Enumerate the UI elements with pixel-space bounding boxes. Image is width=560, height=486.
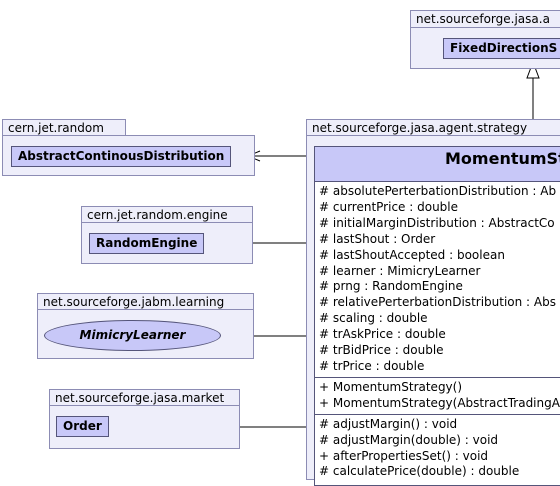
- attribute-row: # trAskPrice : double: [319, 327, 446, 342]
- inheritance-arrowhead: [526, 60, 540, 79]
- attribute-row: # lastShoutAccepted : boolean: [319, 247, 505, 262]
- attributes-section: # absolutePerterbationDistribution : Ab …: [315, 182, 560, 378]
- attribute-row: # absolutePerterbationDistribution : Ab: [319, 184, 557, 198]
- operation-row: # adjustMargin(double) : void: [319, 432, 499, 447]
- class-fixed-direction[interactable]: FixedDirectionS: [443, 38, 560, 59]
- class-abstract-continous-distribution[interactable]: AbstractContinousDistribution: [11, 146, 232, 167]
- operation-row: # calculatePrice(double) : double: [319, 464, 520, 479]
- class-random-engine[interactable]: RandomEngine: [89, 233, 205, 254]
- constructor-row: + MomentumStrategy(AbstractTradingA: [319, 395, 560, 410]
- constructor-row: + MomentumStrategy(): [319, 379, 463, 394]
- attribute-row: # initialMarginDistribution : AbstractCo: [319, 215, 555, 230]
- attribute-row: # trPrice : double: [319, 358, 425, 373]
- attribute-row: # currentPrice : double: [319, 199, 459, 214]
- association-arrow-distribution: [246, 150, 314, 162]
- attribute-row: # relativePerterbationDistribution : Abs: [319, 295, 556, 310]
- attribute-row: # scaling : double: [319, 311, 428, 326]
- attribute-row: # learner : MimicryLearner: [319, 263, 481, 278]
- class-title: MomentumSt: [315, 147, 560, 182]
- attribute-row: # prng : RandomEngine: [319, 279, 463, 294]
- class-order[interactable]: Order: [56, 416, 109, 437]
- package-tab-market: net.sourceforge.jasa.market: [49, 389, 240, 407]
- attribute-row: # lastShout : Order: [319, 231, 436, 246]
- operations-section: # adjustMargin() : void # adjustMargin(d…: [315, 415, 560, 483]
- interface-mimicry-learner[interactable]: MimicryLearner: [44, 320, 221, 351]
- package-tab-jabm-learning: net.sourceforge.jabm.learning: [37, 293, 254, 311]
- constructors-section: + MomentumStrategy() + MomentumStrategy(…: [315, 378, 560, 415]
- attribute-row: # trBidPrice : double: [319, 343, 444, 358]
- package-tab-top-right: net.sourceforge.jasa.a: [410, 10, 560, 28]
- operation-row: + afterPropertiesSet() : void: [319, 448, 489, 463]
- class-momentum-strategy[interactable]: MomentumSt # absolutePerterbationDistrib…: [314, 146, 560, 486]
- operation-row: # adjustMargin() : void: [319, 416, 458, 431]
